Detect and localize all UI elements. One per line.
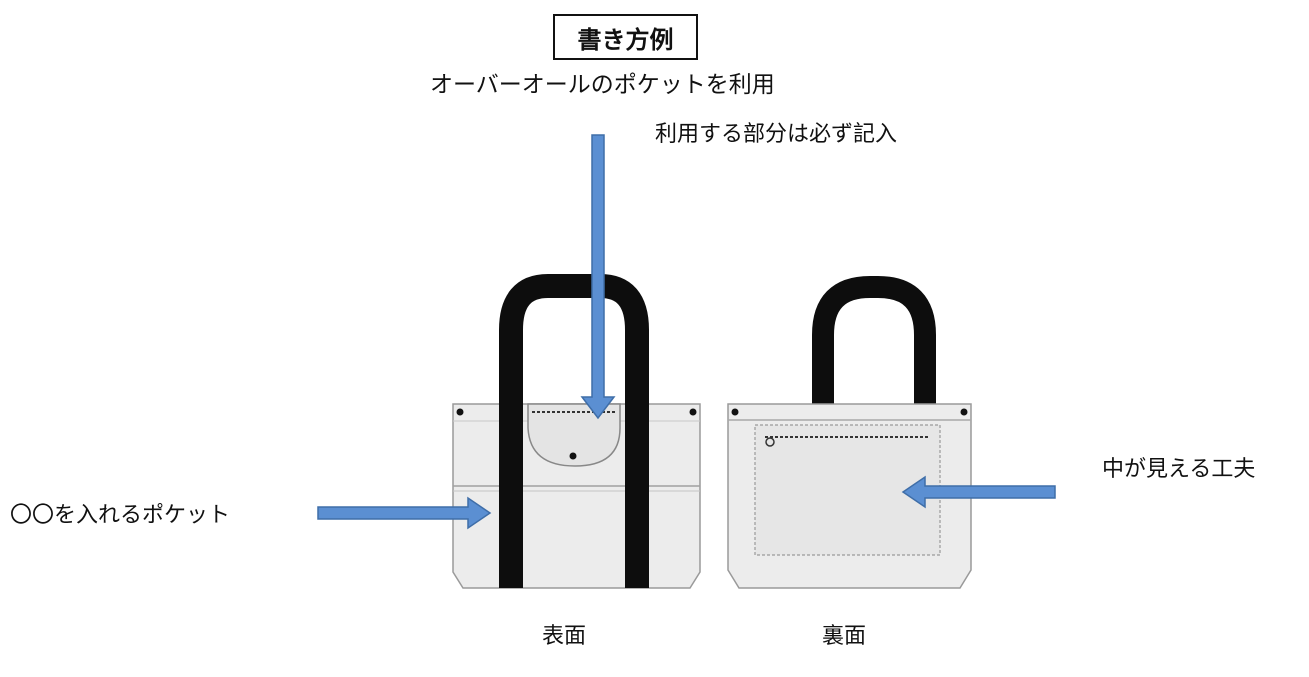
back-bag bbox=[727, 276, 972, 589]
rivet bbox=[689, 408, 697, 416]
arrow-down bbox=[580, 134, 616, 420]
rivet bbox=[456, 408, 464, 416]
rivet bbox=[960, 408, 968, 416]
back-handle bbox=[812, 276, 936, 404]
heading-box: 書き方例 bbox=[553, 14, 698, 60]
rivet bbox=[731, 408, 739, 416]
front-flap-pocket bbox=[527, 403, 621, 467]
top-note: 利用する部分は必ず記入 bbox=[655, 122, 898, 147]
subtitle: オーバーオールのポケットを利用 bbox=[430, 72, 775, 98]
front-bag bbox=[452, 274, 701, 589]
right-note: 中が見える工夫 bbox=[1102, 457, 1256, 482]
back-label: 裏面 bbox=[822, 624, 867, 649]
zipper-pull bbox=[765, 437, 775, 447]
front-label: 表面 bbox=[542, 624, 587, 649]
arrow-right bbox=[317, 496, 492, 530]
front-handle-left bbox=[499, 274, 560, 588]
arrow-left bbox=[901, 475, 1056, 509]
rivet bbox=[569, 452, 577, 460]
heading: 書き方例 bbox=[577, 25, 674, 54]
left-note: 〇〇を入れるポケット bbox=[10, 503, 231, 528]
